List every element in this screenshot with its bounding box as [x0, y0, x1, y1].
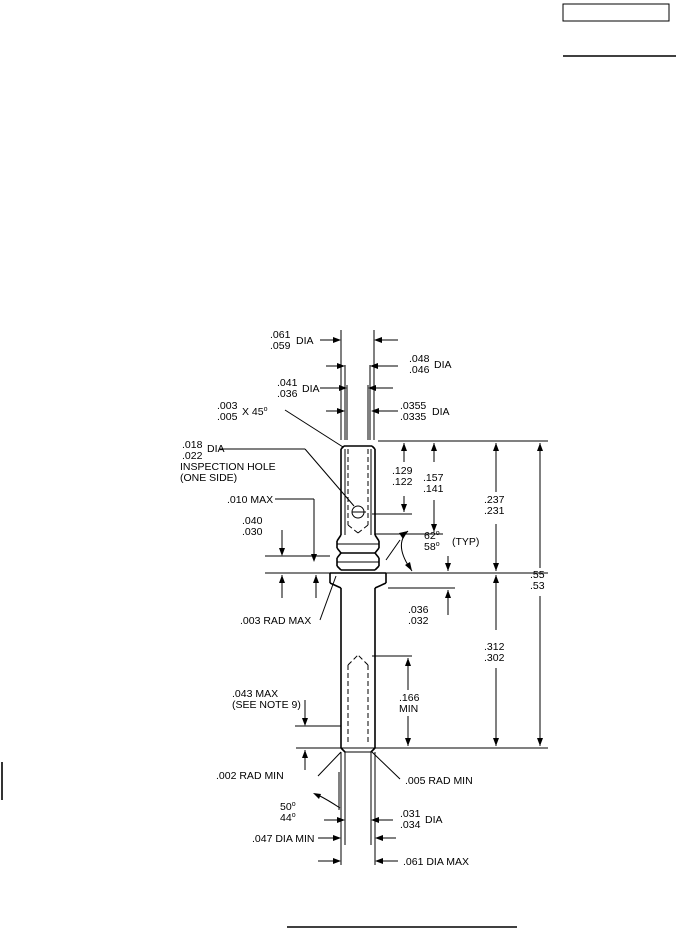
- dim-036-032: .036.032: [408, 604, 429, 627]
- svg-text:.010 MAX: .010 MAX: [227, 494, 273, 506]
- svg-text:(TYP): (TYP): [452, 536, 479, 548]
- dim-061-059-dia: .061.059 DIA: [270, 329, 314, 352]
- svg-text:.55: .55: [530, 569, 545, 581]
- svg-text:DIA: DIA: [425, 814, 443, 826]
- svg-text:.0335: .0335: [400, 411, 426, 423]
- svg-text:.0355: .0355: [400, 400, 426, 412]
- dim-043-max: .043 MAX(SEE NOTE 9): [232, 688, 301, 711]
- svg-text:.141: .141: [423, 483, 444, 495]
- svg-text:.005 RAD MIN: .005 RAD MIN: [405, 775, 473, 787]
- svg-text:.048: .048: [409, 353, 430, 365]
- svg-text:DIA: DIA: [207, 443, 225, 455]
- svg-text:.003 RAD MAX: .003 RAD MAX: [240, 615, 311, 627]
- svg-text:.036: .036: [277, 388, 298, 400]
- svg-text:DIA: DIA: [432, 406, 450, 418]
- svg-text:.040: .040: [242, 515, 263, 527]
- svg-text:.031: .031: [400, 808, 421, 820]
- svg-text:.041: .041: [277, 377, 298, 389]
- svg-text:.046: .046: [409, 364, 430, 376]
- svg-text:MIN: MIN: [399, 703, 418, 715]
- svg-text:.022: .022: [182, 450, 203, 462]
- svg-text:.036: .036: [408, 604, 429, 616]
- page-number-box: [562, 3, 670, 22]
- dim-048-046-dia: .048.046 DIA: [409, 353, 452, 376]
- svg-text:.047 DIA MIN: .047 DIA MIN: [252, 833, 314, 845]
- dim-003-rad-max: .003 RAD MAX: [240, 615, 311, 627]
- svg-text:.061: .061: [270, 329, 291, 341]
- svg-text:.129: .129: [392, 465, 413, 477]
- svg-text:.018: .018: [182, 439, 203, 451]
- svg-text:DIA: DIA: [434, 359, 452, 371]
- svg-text:.032: .032: [408, 615, 429, 627]
- svg-text:(SEE NOTE 9): (SEE NOTE 9): [232, 699, 301, 711]
- dim-047-dia-min: .047 DIA MIN: [252, 833, 314, 845]
- dimension-lines: [220, 337, 548, 864]
- svg-text:.059: .059: [270, 340, 291, 352]
- dim-061-dia-max: .061 DIA MAX: [403, 856, 469, 868]
- svg-text:.043 MAX: .043 MAX: [232, 688, 278, 700]
- inspection-hole-note: INSPECTION HOLE(ONE SIDE): [180, 461, 276, 484]
- svg-text:DIA: DIA: [302, 383, 320, 395]
- svg-text:.237: .237: [484, 494, 505, 506]
- pin-outline: [329, 330, 387, 865]
- svg-text:.034: .034: [400, 819, 421, 831]
- svg-text:.231: .231: [484, 505, 505, 517]
- dim-018-022-dia: .018.022 DIA: [182, 439, 225, 462]
- dim-041-036-dia: .041.036 DIA: [277, 377, 320, 400]
- svg-text:.003: .003: [217, 400, 238, 412]
- svg-text:58o: 58o: [424, 541, 440, 553]
- svg-text:.53: .53: [530, 580, 545, 592]
- dim-040-030: .040.030: [242, 515, 263, 538]
- svg-text:.157: .157: [423, 472, 444, 484]
- dim-031-034-dia: .031.034 DIA: [400, 808, 443, 831]
- dim-003-005-x45: .003.005 X 45o: [217, 400, 268, 423]
- dim-002-rad-min: .002 RAD MIN: [216, 770, 284, 782]
- dim-0355-0335-dia: .0355.0335 DIA: [400, 400, 450, 423]
- svg-text:44o: 44o: [280, 812, 296, 824]
- dim-010-max: .010 MAX: [227, 494, 273, 506]
- dim-55-53: .55.53: [530, 569, 545, 592]
- dim-005-rad-min: .005 RAD MIN: [405, 775, 473, 787]
- svg-text:.030: .030: [242, 526, 263, 538]
- svg-text:.312: .312: [484, 641, 505, 653]
- dim-312-302: .312.302: [484, 641, 505, 664]
- svg-text:X 45o: X 45o: [242, 406, 268, 418]
- svg-text:.302: .302: [484, 652, 505, 664]
- svg-text:.122: .122: [392, 476, 413, 488]
- svg-text:.166: .166: [399, 692, 420, 704]
- svg-text:.061 DIA MAX: .061 DIA MAX: [403, 856, 469, 868]
- dim-237-231: .237.231: [484, 494, 505, 517]
- svg-text:.002 RAD MIN: .002 RAD MIN: [216, 770, 284, 782]
- svg-text:.005: .005: [217, 411, 238, 423]
- svg-text:(ONE SIDE): (ONE SIDE): [180, 472, 237, 484]
- dim-157-141: .157.141: [423, 472, 444, 495]
- svg-text:INSPECTION HOLE: INSPECTION HOLE: [180, 461, 276, 473]
- svg-text:DIA: DIA: [296, 335, 314, 347]
- dim-129-122: .129.122: [392, 465, 413, 488]
